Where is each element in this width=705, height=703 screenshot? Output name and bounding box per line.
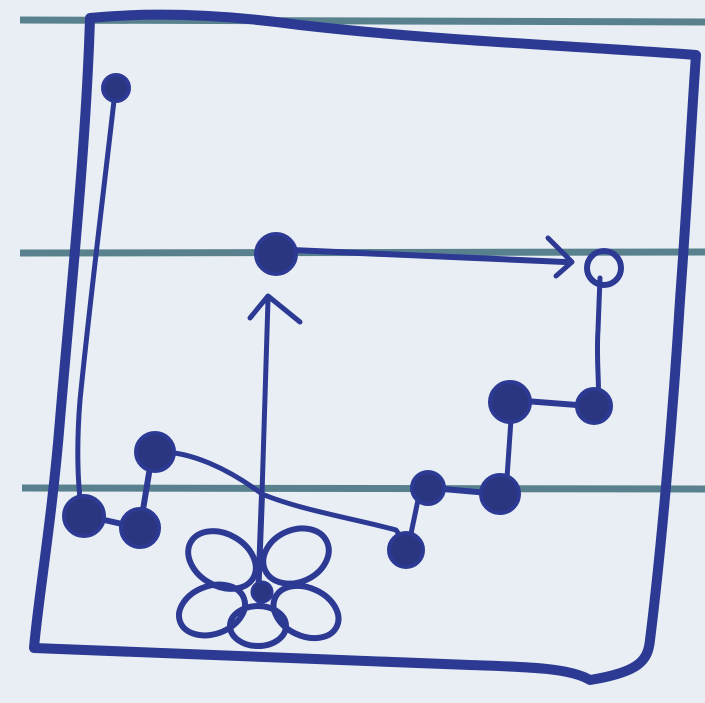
node-left-lower [121, 509, 159, 547]
node-bottom-center [389, 533, 423, 567]
node-bottom-left [64, 496, 104, 536]
node-right-mid [490, 382, 530, 422]
node-right-mid-2 [577, 389, 611, 423]
node-center-mid [256, 234, 296, 274]
edge-right-down [597, 278, 600, 404]
node-left-upper [136, 433, 174, 471]
ruled-line-lower [22, 488, 705, 489]
node-top-left [103, 75, 129, 101]
node-lower-mid [412, 472, 444, 504]
node-lower-right [481, 475, 519, 513]
